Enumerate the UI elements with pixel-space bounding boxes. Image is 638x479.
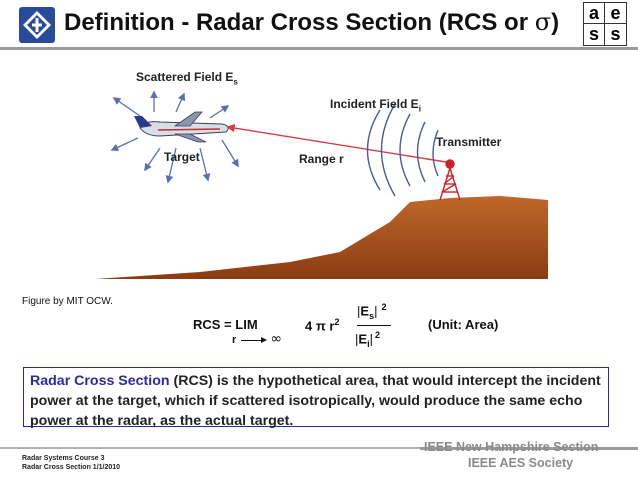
figure-credit: Figure by MIT OCW. — [22, 296, 113, 307]
ieee-logo-icon — [19, 7, 55, 43]
radar-scene-diagram — [95, 90, 548, 279]
equation-limit: r ∞ — [232, 331, 283, 347]
target-label: Target — [164, 150, 200, 164]
incident-wavefronts — [366, 103, 439, 197]
mountain-terrain — [95, 196, 548, 279]
logo-letter: a — [584, 3, 605, 24]
aess-logo-icon: a e s s — [583, 2, 627, 46]
incident-beam-line — [226, 123, 447, 163]
page-title: Definition - Radar Cross Section (RCS or… — [64, 8, 560, 36]
scattered-field-arrows — [110, 90, 239, 184]
equation-numerator: |Es|2 — [357, 302, 387, 321]
definition-body: (RCS) is the hypothetical area, that wou… — [30, 373, 601, 429]
logo-letter: e — [605, 3, 626, 24]
transmitter-tower-icon — [439, 159, 461, 201]
logo-letter: s — [610, 24, 621, 44]
footer-divider-left — [0, 447, 420, 449]
title-divider — [0, 47, 638, 50]
footer-section: Radar Cross Section 1/1/2010 — [22, 464, 121, 471]
fraction-bar — [357, 325, 391, 327]
footer-divider-right — [420, 447, 638, 450]
definition-term: Radar Cross Section — [30, 373, 170, 389]
equation-coefficient: 4 π r2 — [305, 317, 340, 334]
footer-org-society: IEEE AES Society — [468, 456, 574, 470]
aircraft-target-icon — [134, 111, 229, 143]
transmitter-label: Transmitter — [436, 135, 502, 149]
range-label: Range r — [299, 152, 344, 166]
unit-label: (Unit: Area) — [428, 317, 499, 332]
logo-letter: s — [584, 24, 605, 45]
footer-course: Radar Systems Course 3 — [22, 455, 105, 462]
scattered-field-label: Scattered Field Es — [136, 70, 238, 87]
footer-org-section: IEEE New Hampshire Section — [424, 440, 599, 454]
incident-field-label: Incident Field Ei — [330, 97, 421, 114]
equation-lhs: RCS = LIM — [193, 317, 258, 332]
definition-box: Radar Cross Section (RCS) is the hypothe… — [23, 367, 609, 429]
limit-arrow-icon — [241, 336, 268, 343]
equation-denominator: |Ei|2 — [355, 330, 380, 349]
